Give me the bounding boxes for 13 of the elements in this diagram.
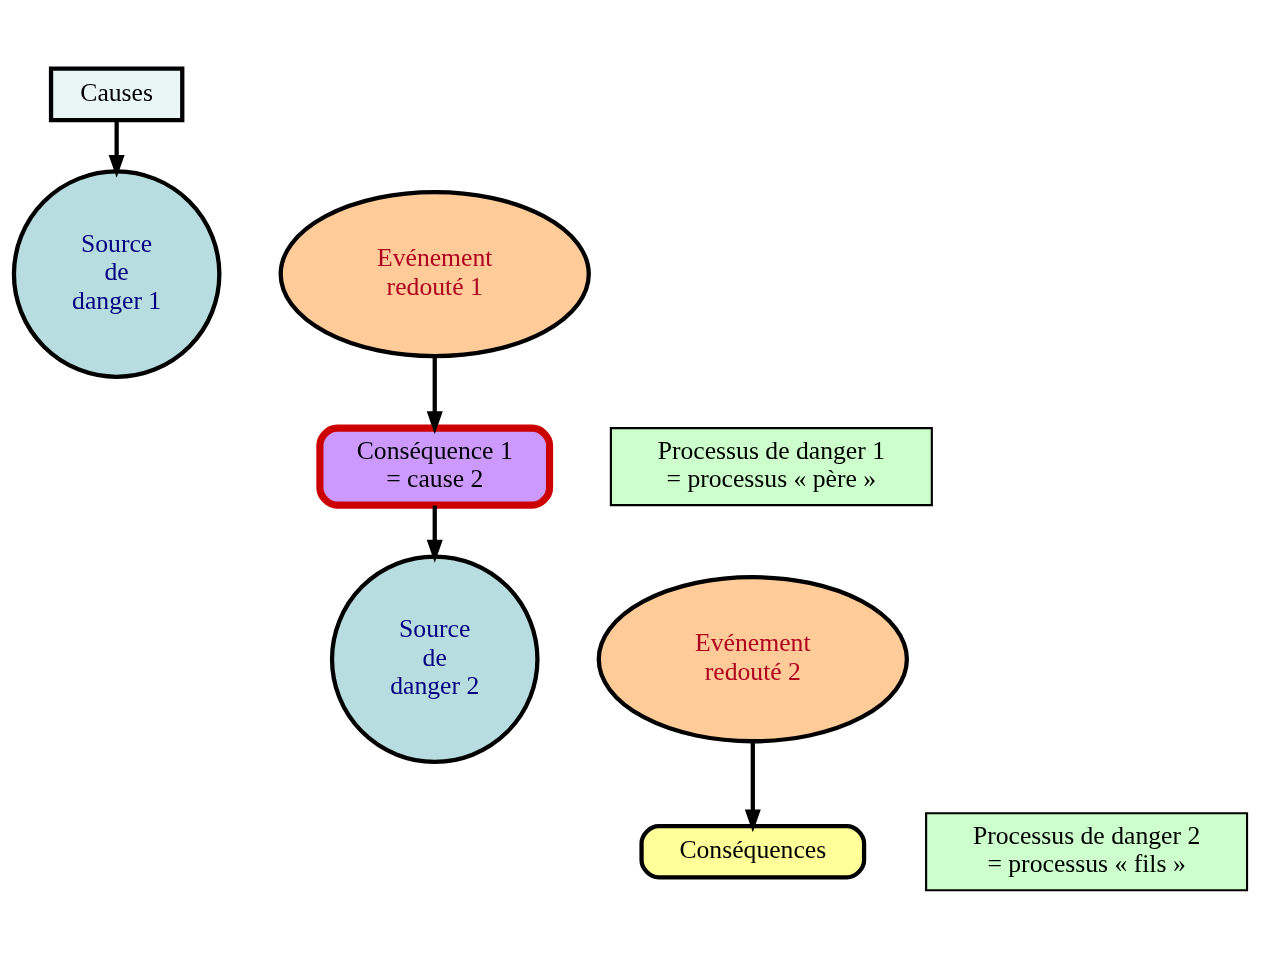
node-box: Processus de danger 2 = processus « fils » (925, 812, 1249, 892)
node-box: Causes (48, 66, 185, 123)
node-circle: Source de danger 2 (329, 554, 540, 765)
arrow (744, 741, 761, 833)
node-ellipse: Evénement redouté 2 (596, 575, 909, 744)
node-circle: Source de danger 1 (11, 169, 222, 379)
node-box: Processus de danger 1 = processus « père » (609, 427, 933, 507)
arrow (426, 505, 443, 563)
arrow (426, 356, 443, 435)
node-box: Conséquences (639, 823, 867, 880)
node-box: Conséquence 1 = cause 2 (316, 424, 554, 509)
node-ellipse: Evénement redouté 1 (278, 189, 591, 359)
arrow (108, 120, 125, 178)
